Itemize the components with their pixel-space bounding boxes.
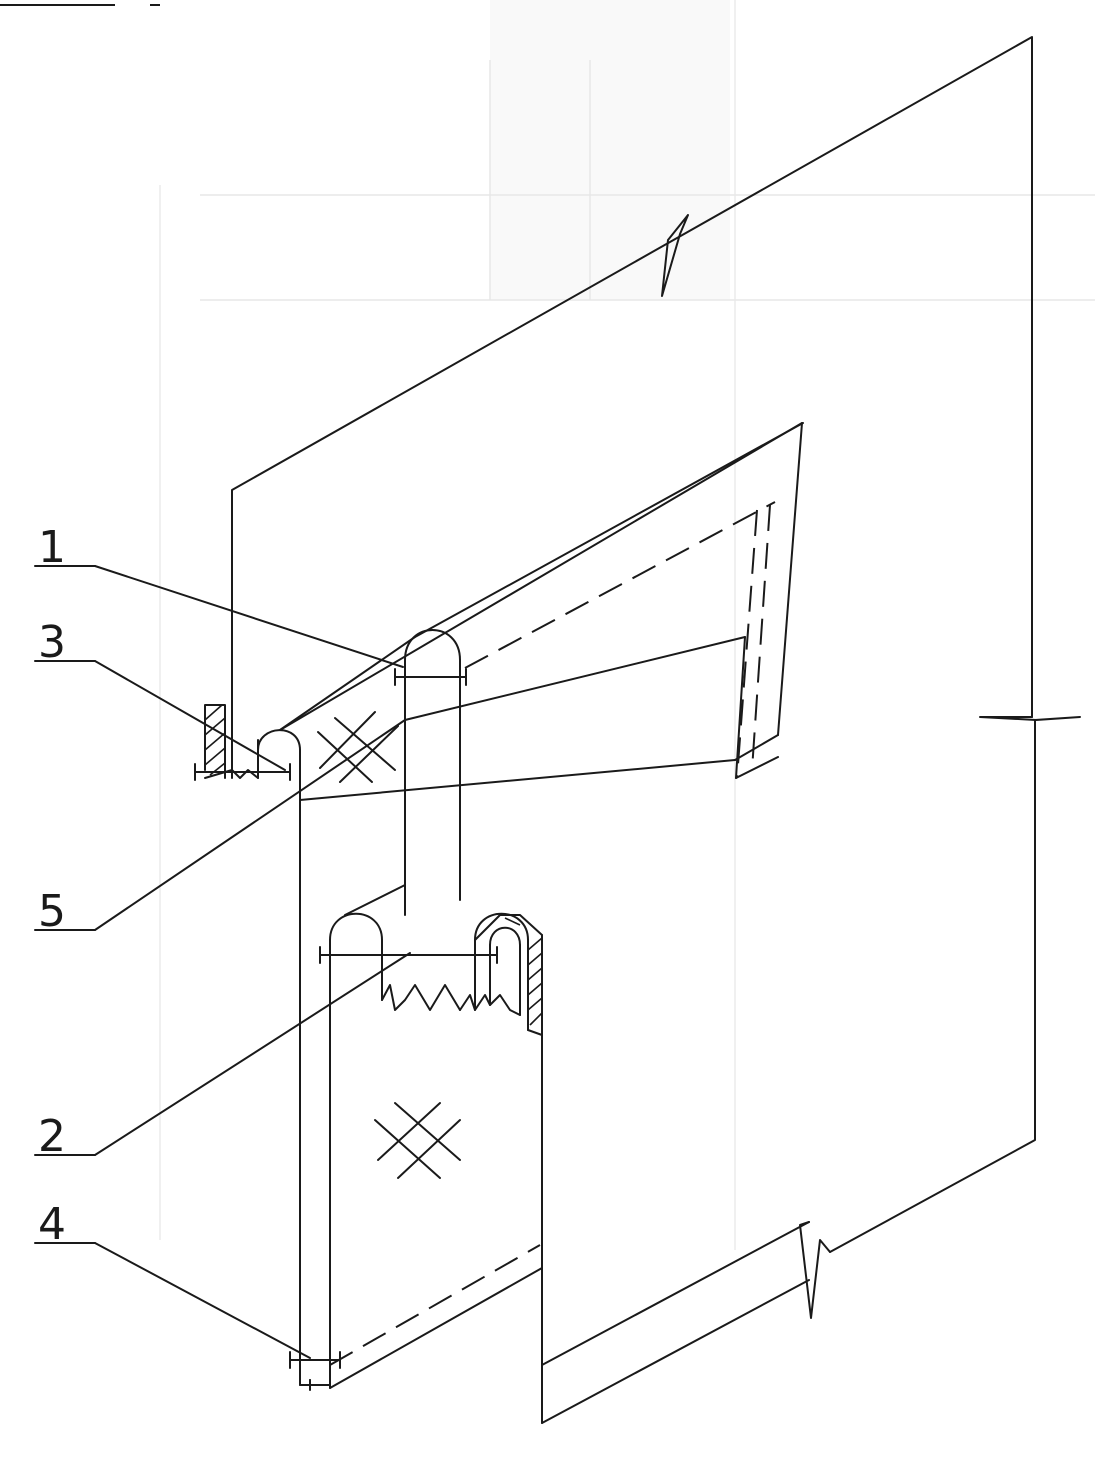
callout-label-4: 4 [38,1199,66,1250]
callout-label-5: 5 [38,886,66,937]
callout-label-1: 1 [38,522,66,573]
lower-panel [299,884,543,1391]
seam-mark-1 [394,668,467,686]
right-fold-hatch [504,917,543,1026]
callout-5: 5 [34,719,406,937]
left-fold-hatch [204,704,226,776]
callout-3: 3 [34,617,286,771]
face-mark-upper [317,711,399,783]
seam-mark-4 [289,1351,341,1369]
upper-panel [257,422,803,801]
center-strip [404,422,804,916]
face-mark-lower [374,1102,461,1179]
callout-label-2: 2 [38,1111,66,1162]
callout-2: 2 [34,952,411,1162]
seam-mark-3 [194,763,291,781]
left-fold [204,636,416,1386]
scan-bleed-through [159,0,1095,1250]
rear-panel [231,36,1081,1424]
callout-1: 1 [34,522,404,668]
callout-label-3: 3 [38,617,66,668]
callout-4: 4 [34,1199,311,1359]
